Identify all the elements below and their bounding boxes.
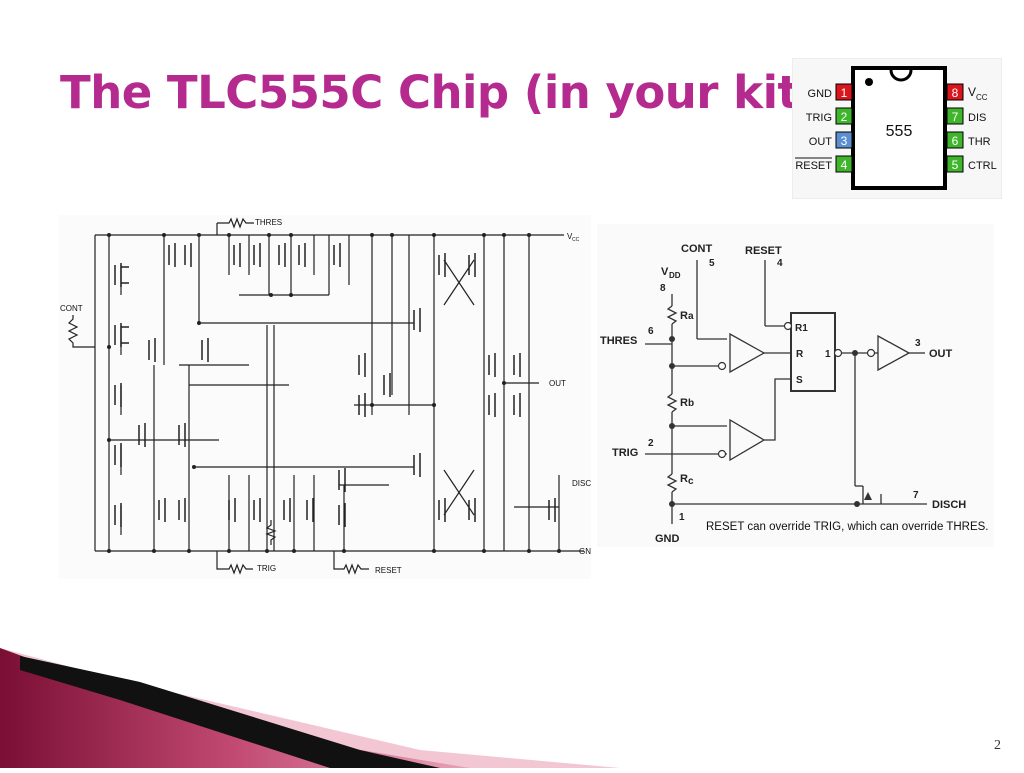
block-label-ra: R a [680, 310, 694, 322]
left-pin-4: 4 RESET [795, 155, 853, 173]
schem-label-cont: CONT [60, 304, 83, 313]
block-label-gnd-num: 1 [679, 512, 685, 523]
svg-text:CC: CC [572, 237, 580, 243]
svg-text:V: V [661, 266, 669, 278]
svg-text:CC: CC [976, 93, 988, 102]
svg-text:8: 8 [952, 86, 959, 100]
block-label-disch-num: 7 [913, 490, 919, 501]
svg-text:THR: THR [968, 136, 991, 148]
right-pin-7: 7 DIS [946, 107, 986, 125]
svg-text:a: a [688, 311, 694, 322]
schem-label-trig: TRIG [257, 564, 276, 573]
block-label-trig: TRIG [612, 447, 638, 459]
block-label-reset-num: 4 [777, 258, 783, 269]
block-label-rb: R b [680, 397, 694, 409]
block-wires [645, 260, 927, 524]
block-caption: RESET can override TRIG, which can overr… [706, 521, 989, 533]
block-label-out-num: 3 [915, 338, 921, 349]
block-label-cont-num: 5 [709, 258, 715, 269]
svg-text:3: 3 [841, 134, 848, 148]
svg-text:4: 4 [841, 158, 848, 172]
block-label-r: R [796, 349, 804, 360]
svg-text:5: 5 [952, 158, 959, 172]
transistor-symbols [114, 243, 556, 527]
block-label-r1: R1 [795, 323, 808, 334]
block-label-vdd-num: 8 [660, 283, 666, 294]
block-label-s: S [796, 375, 803, 386]
block-label-thres-num: 6 [648, 326, 654, 337]
block-label-vdd: V DD [661, 266, 681, 280]
svg-text:V: V [567, 232, 573, 241]
svg-text:6: 6 [952, 134, 959, 148]
right-pin-6: 6 THR [946, 131, 991, 149]
block-label-gnd: GND [655, 533, 680, 545]
schem-label-reset: RESET [375, 566, 402, 575]
block-label-out: OUT [929, 348, 953, 360]
transistor-schematic: THRES V CC CONT OUT DISC GN TRIG RESET [59, 215, 591, 579]
pinout-diagram: 555 1 GND 2 TRIG 3 OUT 4 RESET 8 V [791, 57, 1003, 200]
svg-text:RESET: RESET [795, 160, 832, 172]
block-diagram: CONT 5 RESET 4 V DD 8 R a THRES 6 R b TR… [597, 224, 994, 547]
block-dots [669, 336, 872, 507]
left-pin-2: 2 TRIG [806, 107, 853, 125]
slide-title: The TLC555C Chip (in your kit) [60, 66, 819, 119]
schem-label-disc: DISC [572, 479, 591, 488]
svg-text:c: c [688, 476, 694, 487]
right-pin-8: 8 V CC [946, 83, 988, 102]
svg-text:DIS: DIS [968, 112, 986, 124]
block-label-rc: R c [680, 473, 694, 487]
svg-text:GND: GND [808, 88, 833, 100]
inversion-bubbles [717, 321, 876, 459]
right-pin-5: 5 CTRL [946, 155, 997, 173]
block-label-disch: DISCH [932, 499, 966, 511]
schem-label-vcc: V CC [567, 232, 580, 243]
block-label-reset: RESET [745, 245, 782, 257]
junction-dots [107, 233, 561, 553]
svg-text:TRIG: TRIG [806, 112, 832, 124]
svg-text:R: R [680, 397, 688, 409]
chip-label: 555 [886, 123, 913, 140]
left-pin-3: 3 OUT [809, 131, 853, 149]
svg-text:b: b [688, 398, 694, 409]
block-label-thres: THRES [600, 335, 637, 347]
block-label-trig-num: 2 [648, 438, 654, 449]
block-label-q-num: 1 [825, 349, 831, 360]
schem-label-gnd: GN [579, 547, 591, 556]
svg-text:1: 1 [841, 86, 848, 100]
left-pin-1: 1 GND [808, 83, 853, 101]
page-number: 2 [994, 738, 1001, 753]
svg-text:R: R [680, 310, 688, 322]
svg-text:V: V [968, 85, 976, 99]
svg-text:7: 7 [952, 110, 959, 124]
svg-text:OUT: OUT [809, 136, 833, 148]
schematic-wires [67, 217, 584, 575]
svg-text:R: R [680, 473, 688, 485]
svg-text:CTRL: CTRL [968, 160, 997, 172]
chip-body [851, 66, 947, 190]
chip-notch [889, 69, 913, 82]
svg-text:2: 2 [841, 110, 848, 124]
schem-label-thres: THRES [255, 218, 282, 227]
decorative-swoosh [0, 640, 620, 768]
svg-text:DD: DD [669, 271, 681, 280]
block-label-cont: CONT [681, 243, 712, 255]
pin1-dot [865, 78, 873, 86]
schem-label-out: OUT [549, 379, 566, 388]
